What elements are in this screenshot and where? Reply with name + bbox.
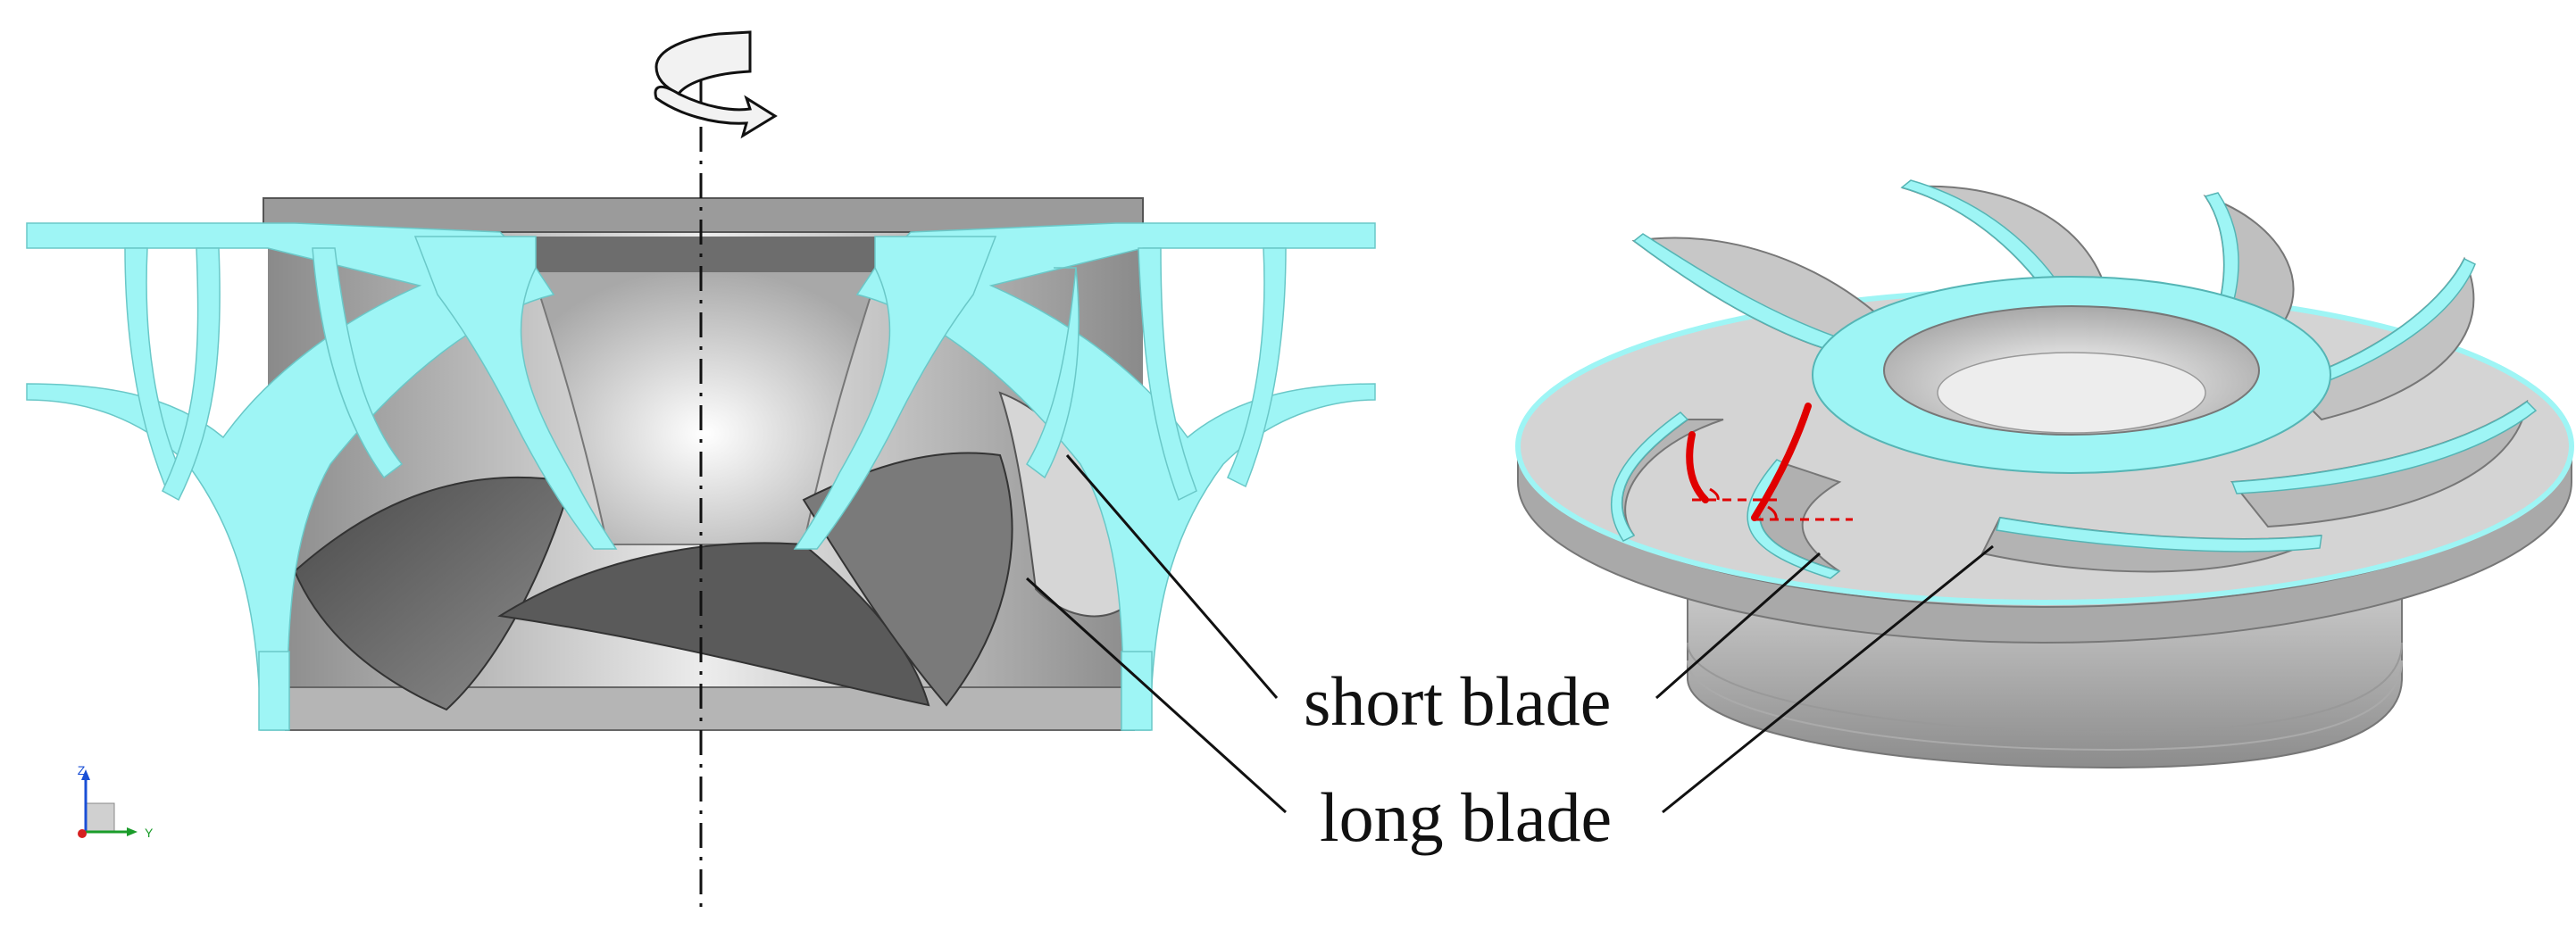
wear-ring-left bbox=[258, 651, 290, 731]
leader-short-blade-left bbox=[1065, 454, 1279, 699]
blade-angle-markers bbox=[1686, 403, 1853, 521]
rotation-arrow-icon bbox=[654, 30, 778, 139]
long-blade-label: long blade bbox=[1320, 778, 1612, 856]
leader-long-blade-left bbox=[1025, 577, 1288, 814]
long-blade-profile bbox=[1751, 403, 1812, 521]
shroud-right bbox=[855, 222, 1376, 731]
hub-left bbox=[413, 236, 618, 550]
cut-section bbox=[26, 222, 1376, 731]
bottom-ring bbox=[285, 686, 1135, 731]
impeller-3d-view bbox=[1515, 179, 2574, 769]
leader-lines bbox=[1025, 454, 1994, 814]
axis-label-y: Y bbox=[145, 826, 154, 840]
blade-dark-right bbox=[802, 452, 1013, 707]
leader-long-blade-right bbox=[1662, 544, 1994, 814]
blade-cut-right-2 bbox=[1138, 247, 1197, 502]
leader-short-blade-right bbox=[1655, 552, 1821, 700]
short-blade-profile bbox=[1686, 431, 1709, 503]
eye-top-band bbox=[536, 237, 875, 272]
short-blade-label: short blade bbox=[1304, 662, 1611, 740]
hub-right bbox=[793, 236, 997, 550]
top-plate bbox=[263, 197, 1144, 233]
blade-cut-left-3 bbox=[312, 247, 404, 479]
coordinate-triad-icon: Z Y bbox=[78, 763, 154, 840]
axis-label-z: Z bbox=[78, 763, 86, 777]
wear-ring-right bbox=[1121, 651, 1153, 731]
blade-dark-left bbox=[293, 476, 573, 711]
blade-cut-right-1 bbox=[1227, 247, 1287, 488]
blade-cut-left-2 bbox=[162, 247, 221, 502]
blade-cut-right-3 bbox=[1026, 267, 1080, 479]
section-view: Z Y bbox=[26, 30, 1376, 910]
